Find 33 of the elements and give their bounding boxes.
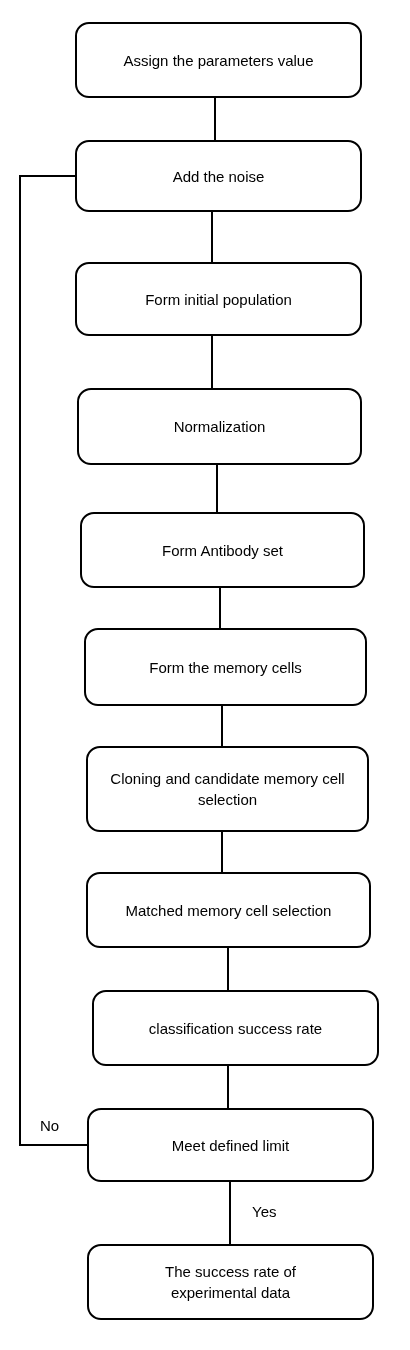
process-box [80, 512, 365, 588]
connector-line [19, 175, 88, 1146]
process-box [87, 1108, 374, 1182]
connector-line [211, 335, 213, 389]
process-box [75, 262, 362, 336]
process-box [77, 388, 362, 465]
box-label: Assign the parameters value [123, 50, 314, 71]
box-label: Cloning and candidate memory cell selection [109, 769, 346, 810]
process-box [92, 990, 379, 1066]
process-box [75, 22, 362, 98]
connector-line [227, 1065, 229, 1109]
box-label: The success rate of experimental data [164, 1262, 297, 1303]
connector-line [211, 211, 213, 263]
box-label: classification success rate [148, 1018, 323, 1039]
process-box [87, 1244, 374, 1320]
box-label: Add the noise [172, 166, 265, 187]
box-label: Form Antibody set [162, 540, 283, 561]
process-box [86, 746, 369, 832]
box-label: Matched memory cell selection [125, 900, 332, 921]
box-label: Form initial population [145, 289, 292, 310]
connector-line [221, 831, 223, 873]
connector-line [227, 947, 229, 991]
box-label: Normalization [173, 417, 266, 437]
connector-line [214, 97, 216, 141]
process-box [86, 872, 371, 948]
process-box [84, 628, 367, 706]
box-label: Form the memory cells [149, 657, 302, 678]
process-box [75, 140, 362, 212]
connector-line [219, 587, 221, 629]
box-label: Meet defined limit [171, 1135, 290, 1156]
connector-line [216, 464, 218, 513]
connector-line [229, 1181, 231, 1245]
connector-line [221, 705, 223, 747]
